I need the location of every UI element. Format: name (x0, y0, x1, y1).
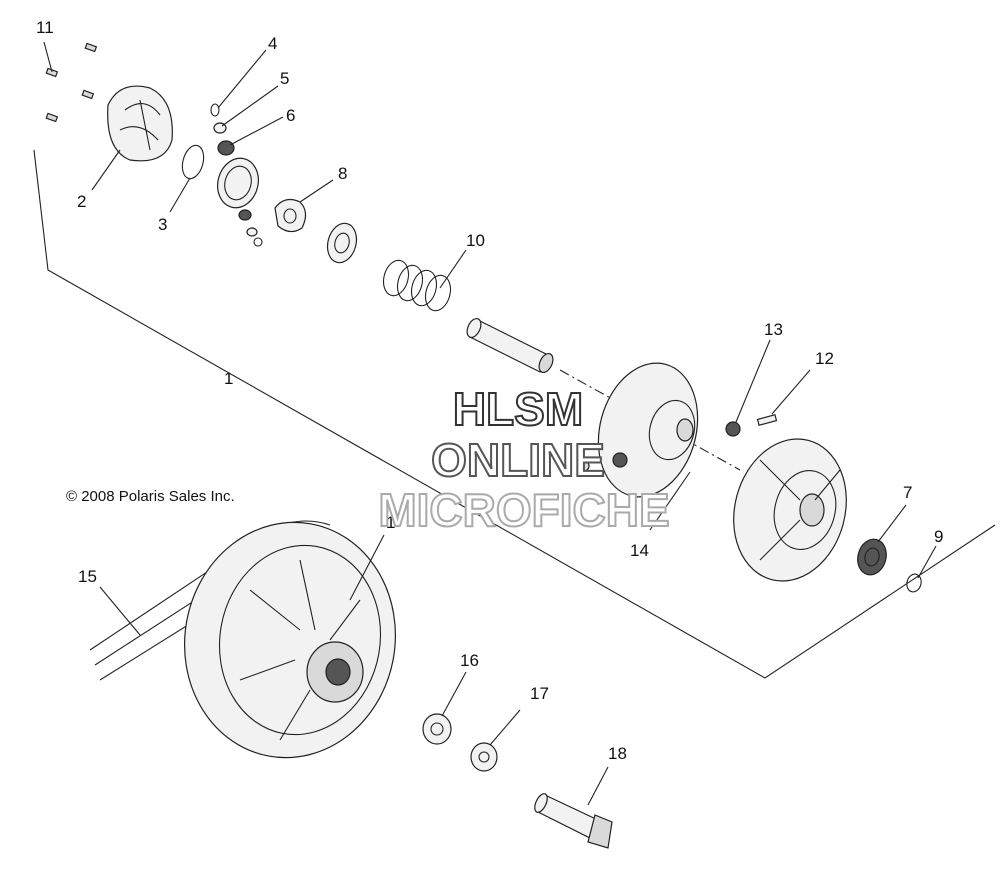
spider-assembly (217, 157, 263, 247)
bolts-11 (45, 42, 98, 123)
callout-11: 11 (36, 18, 54, 37)
callout-4: 4 (268, 34, 277, 53)
watermark: HLSM ONLINE MICROFICHE (377, 382, 670, 537)
watermark-line2: ONLINE (431, 434, 605, 486)
callout-1-lower: 1 (386, 513, 395, 532)
clip-8 (274, 198, 307, 233)
copyright-text: © 2008 Polaris Sales Inc. (66, 488, 235, 505)
callout-9: 9 (934, 527, 943, 546)
clutch-assembly-1 (183, 521, 397, 759)
callout-7: 7 (903, 483, 912, 502)
leader-lines (43, 41, 937, 806)
callout-5: 5 (280, 69, 289, 88)
callout-18: 18 (608, 744, 627, 763)
watermark-line1: HLSM (453, 383, 583, 435)
callout-labels: 11 4 5 6 2 3 8 10 13 12 1 14 7 9 1 15 16… (36, 18, 943, 763)
callout-3: 3 (158, 215, 167, 234)
assembly-bracket (33, 149, 996, 679)
washer (326, 222, 358, 264)
callout-15: 15 (78, 567, 97, 586)
callout-1-upper: 1 (224, 369, 233, 388)
bolt-18 (534, 793, 613, 849)
callout-10: 10 (466, 231, 485, 250)
shaft (466, 317, 554, 374)
watermark-line3: MICROFICHE (378, 484, 669, 536)
callout-14: 14 (630, 541, 649, 560)
cover-2 (107, 85, 173, 162)
fixed-sheave-right (733, 438, 847, 582)
snap-ring-3 (181, 144, 205, 180)
callout-12: 12 (815, 349, 834, 368)
washers-16-17 (422, 713, 498, 772)
parts-4-5-6 (210, 103, 235, 156)
callout-8: 8 (338, 164, 347, 183)
callout-16: 16 (460, 651, 479, 670)
parts-13-12 (725, 414, 778, 437)
callout-2: 2 (77, 192, 86, 211)
spring-10 (382, 259, 452, 312)
moveable-sheave (578, 362, 699, 498)
callout-13: 13 (764, 320, 783, 339)
callout-17: 17 (530, 684, 549, 703)
bearing-7-ring-9 (857, 538, 922, 593)
callout-6: 6 (286, 106, 295, 125)
